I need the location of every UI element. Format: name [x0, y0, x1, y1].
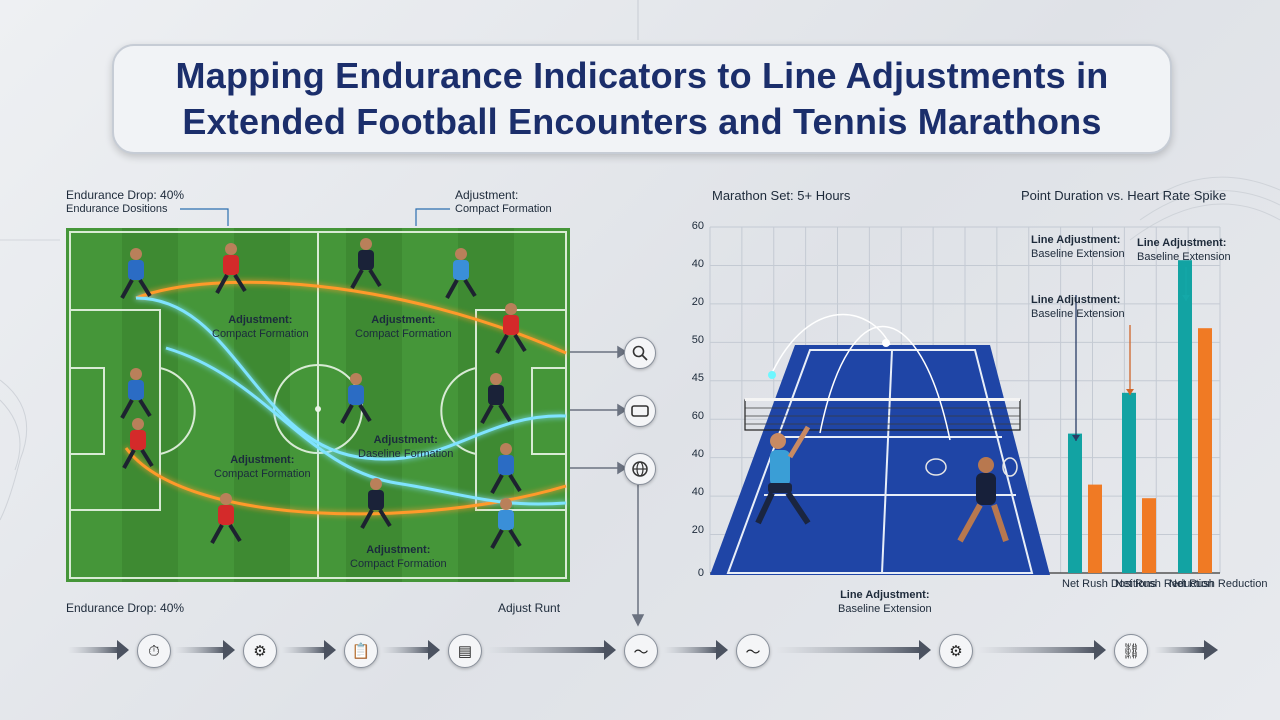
timeline-arrowhead	[604, 640, 616, 660]
chart-annotation-2: Line Adjustment:Baseline Extension	[1137, 237, 1231, 263]
timeline-arrow	[282, 647, 326, 653]
bar	[1088, 484, 1102, 573]
chart-annotation-3: Line Adjustment:Baseline Extension	[1031, 294, 1125, 320]
player-figure	[480, 373, 512, 424]
heartbeat-icon: 〜	[736, 634, 770, 668]
player-figure	[350, 238, 382, 289]
compact-formation-label-top: Compact Formation	[455, 203, 552, 215]
globe-icon	[624, 453, 656, 485]
annotation-arrow	[1182, 267, 1190, 301]
gears-icon: ⚙	[243, 634, 277, 668]
annotation-arrow	[1126, 325, 1134, 395]
player-figure	[215, 243, 247, 294]
category-label-3: Net Rush Reduction	[1169, 578, 1268, 590]
timeline-arrowhead	[324, 640, 336, 660]
endurance-positions-label: Endurance Dositions	[66, 203, 168, 215]
y-tick-label: 40	[691, 448, 704, 460]
timeline-arrowhead	[1204, 640, 1218, 660]
heartbeat-icon: 〜	[624, 634, 658, 668]
y-tick-label: 20	[691, 524, 704, 536]
field-note-3: Adjustment:Daseline Formation	[358, 434, 454, 460]
player-figure	[210, 493, 242, 544]
endurance-drop-label-bottom: Endurance Drop: 40%	[66, 601, 185, 615]
timeline-arrowhead	[919, 640, 931, 660]
player-figure	[120, 248, 152, 299]
y-tick-label: 20	[691, 296, 704, 308]
stopwatch-icon: ⏱	[137, 634, 171, 668]
y-tick-label: 50	[691, 334, 704, 346]
tennis-chart	[709, 226, 1221, 575]
card-icon	[624, 395, 656, 427]
field-note-4: Adjustment:Compact Formation	[214, 454, 311, 480]
endurance-drop-label-top: Endurance Drop: 40%	[66, 188, 185, 202]
annotation-arrow	[1072, 295, 1080, 441]
bar	[1068, 433, 1082, 573]
timeline-arrowhead	[716, 640, 728, 660]
timeline-arrow	[487, 647, 606, 653]
timeline-arrow	[68, 647, 119, 653]
timeline-arrow	[1154, 647, 1204, 653]
timeline-arrowhead	[223, 640, 235, 660]
field-note-1: Adjustment:Compact Formation	[212, 314, 309, 340]
bar	[1198, 328, 1212, 573]
search-gear-icon	[624, 337, 656, 369]
title-line-2: Extended Football Encounters and Tennis …	[182, 101, 1102, 142]
clipboard-icon: 📋	[344, 634, 378, 668]
player-figure	[340, 373, 372, 424]
timeline-arrows	[68, 640, 1218, 660]
field-note-5: Adjustment:Compact Formation	[350, 544, 447, 570]
y-tick-label: 45	[691, 372, 704, 384]
y-tick-label: 60	[691, 220, 704, 232]
y-tick-label: 0	[697, 567, 704, 579]
y-tick-label: 60	[691, 410, 704, 422]
tennis-court	[710, 313, 1050, 575]
player-figure	[360, 478, 392, 529]
connector-arrows	[570, 345, 645, 627]
timeline-arrow	[978, 647, 1096, 653]
timeline-arrow	[664, 647, 718, 653]
adjust-runt-label: Adjust Runt	[498, 601, 561, 615]
title-line-1: Mapping Endurance Indicators to Line Adj…	[175, 55, 1109, 96]
timeline-arrowhead	[428, 640, 440, 660]
bar	[1142, 498, 1156, 573]
tennis-bottom-annotation: Line Adjustment:Baseline Extension	[838, 589, 932, 615]
adjustment-label-top: Adjustment:	[455, 188, 519, 202]
player-figure	[445, 248, 477, 299]
bar	[1178, 260, 1192, 573]
y-tick-label: 40	[691, 258, 704, 270]
player-figure	[490, 443, 522, 494]
timeline-arrowhead	[117, 640, 129, 660]
field-note-2: Adjustment:Compact Formation	[355, 314, 452, 340]
label-leaders	[180, 208, 450, 226]
player-figure	[495, 303, 527, 354]
category-label-1: Net Rush Dositions	[1062, 578, 1157, 590]
player-figure	[490, 498, 522, 549]
player-figure	[122, 418, 154, 469]
title-banner: Mapping Endurance Indicators to Line Adj…	[112, 44, 1172, 154]
chart-board-icon: ▤	[448, 634, 482, 668]
timeline-arrow	[175, 647, 225, 653]
timeline-arrowhead	[1094, 640, 1106, 660]
football-field	[66, 228, 570, 582]
chart-annotation-1: Line Adjustment:Baseline Extension	[1031, 234, 1125, 260]
gear-icon: ⚙	[939, 634, 973, 668]
player-figure	[120, 368, 152, 419]
timeline-arrow	[776, 647, 921, 653]
link-icon: ⛓	[1114, 634, 1148, 668]
chart-title: Point Duration vs. Heart Rate Spike	[1021, 188, 1227, 203]
y-tick-label: 40	[691, 486, 704, 498]
marathon-set-title: Marathon Set: 5+ Hours	[712, 188, 851, 203]
bar	[1122, 392, 1136, 573]
category-label-2: Net Rush Reduction	[1115, 578, 1214, 590]
timeline-arrow	[382, 647, 430, 653]
